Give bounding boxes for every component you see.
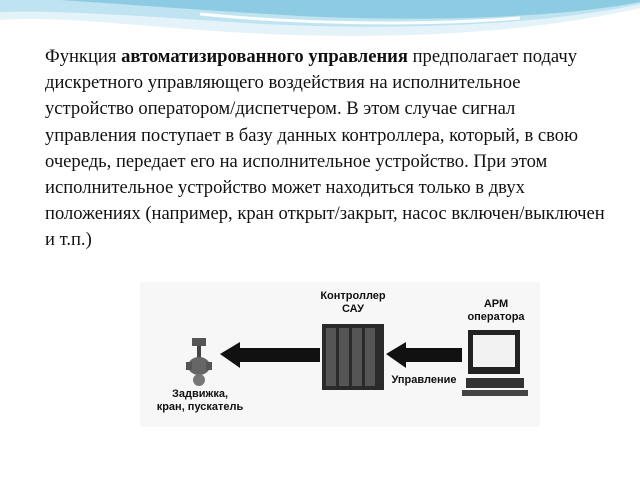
slide-paragraph: Функция автоматизированного управления п… — [45, 44, 610, 254]
valve-icon — [186, 338, 212, 386]
valve-label-line2: кран, пускатель — [156, 401, 244, 413]
workstation-label-line1: АРМ — [483, 298, 509, 310]
arrow-label: Управление — [391, 374, 457, 386]
control-diagram — [140, 282, 540, 427]
control-diagram-figure: Контроллер САУ АРМ оператора Управление … — [140, 282, 540, 427]
controller-label-line1: Контроллер — [320, 290, 386, 302]
header-wave — [0, 0, 640, 36]
controller-icon — [322, 324, 384, 390]
valve-label: Задвижка, кран, пускатель — [140, 388, 260, 414]
arrow-to-controller — [386, 342, 462, 368]
paragraph-bold-term: автоматизированного управления — [121, 46, 408, 67]
workstation-label-line2: оператора — [467, 311, 525, 323]
controller-label-line2: САУ — [341, 303, 365, 315]
workstation-label: АРМ оператора — [456, 298, 536, 324]
workstation-icon — [462, 330, 528, 396]
paragraph-start: Функция — [45, 46, 122, 67]
paragraph-rest: предполагает подачу дискретного управляю… — [45, 46, 605, 251]
arrow-to-valve — [220, 342, 320, 368]
valve-label-line1: Задвижка, — [172, 388, 228, 400]
controller-label: Контроллер САУ — [308, 290, 398, 316]
